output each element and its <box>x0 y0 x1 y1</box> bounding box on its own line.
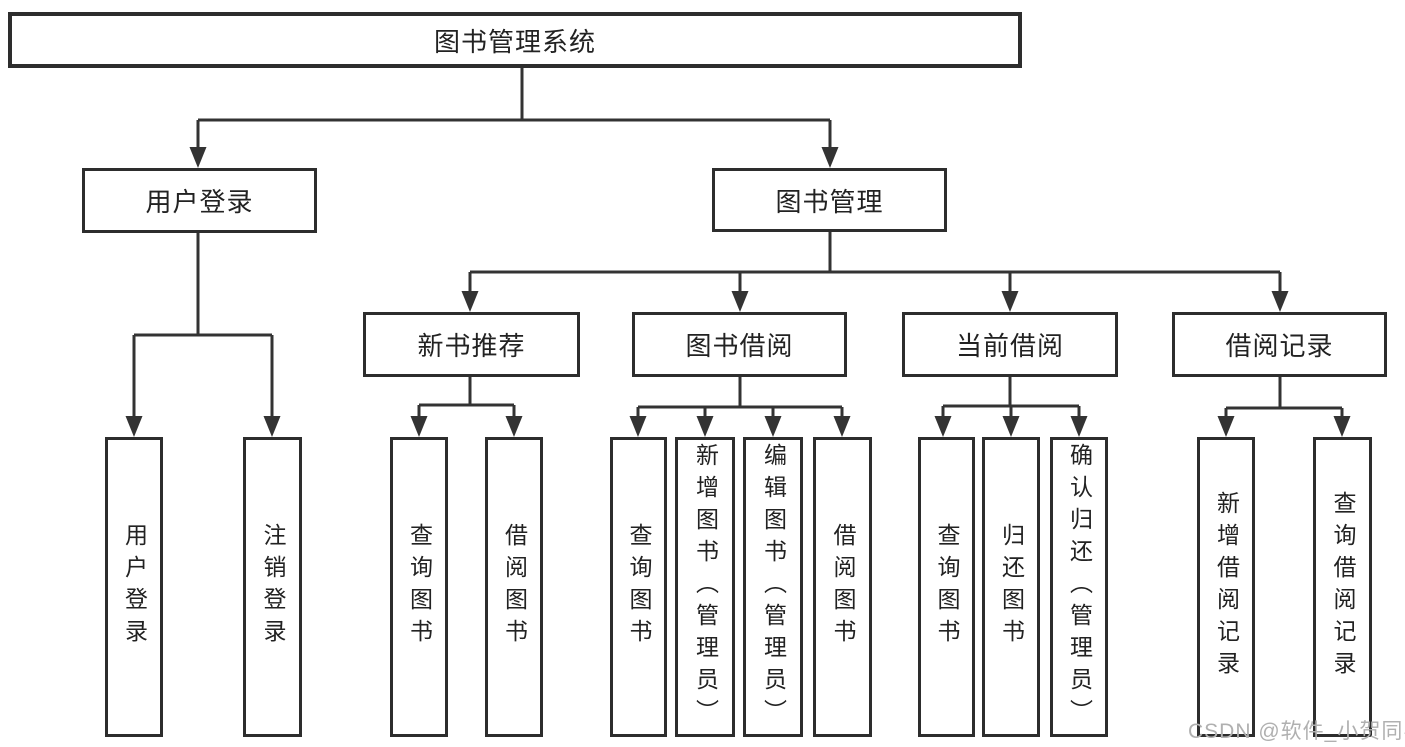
connector-group <box>629 377 851 437</box>
connector-group <box>189 68 839 168</box>
leaf-query-book: 查询图书 <box>918 437 975 737</box>
node-borrow-records: 借阅记录 <box>1172 312 1387 377</box>
arrowhead-icon <box>1217 416 1235 437</box>
leaf-return-book: 归还图书 <box>982 437 1040 737</box>
arrowhead-icon <box>505 416 523 437</box>
connector-group <box>125 233 281 437</box>
leaf-label: 借阅图书 <box>830 523 856 651</box>
arrowhead-icon <box>125 416 143 437</box>
leaf-label: 注销登录 <box>260 523 286 651</box>
node-label: 当前借阅 <box>955 331 1064 361</box>
node-root-library-system: 图书管理系统 <box>8 12 1022 68</box>
leaf-borrow-book: 借阅图书 <box>813 437 872 737</box>
node-label: 图书管理 <box>775 186 884 217</box>
leaf-label: 编辑图书（管理员） <box>760 443 787 731</box>
node-label: 新书推荐 <box>417 331 526 361</box>
leaf-label: 新增图书（管理员） <box>692 443 719 731</box>
leaf-label: 用户登录 <box>121 523 148 651</box>
connector-group <box>934 377 1088 437</box>
leaf-query-book: 查询图书 <box>610 437 667 737</box>
leaf-label: 查询借阅记录 <box>1330 491 1356 683</box>
leaf-borrow-book: 借阅图书 <box>485 437 543 737</box>
node-label: 图书借阅 <box>685 331 794 361</box>
arrowhead-icon <box>263 416 281 437</box>
node-user-login: 用户登录 <box>82 168 317 233</box>
leaf-label: 查询图书 <box>406 523 433 651</box>
arrowhead-icon <box>696 416 714 437</box>
arrowhead-icon <box>410 416 428 437</box>
arrowhead-icon <box>731 291 749 312</box>
node-book-management: 图书管理 <box>712 168 947 232</box>
leaf-label: 借阅图书 <box>501 523 528 651</box>
node-label: 图书管理系统 <box>433 26 596 57</box>
leaf-query-borrow-record: 查询借阅记录 <box>1313 437 1372 737</box>
arrowhead-icon <box>629 416 647 437</box>
arrowhead-icon <box>461 291 479 312</box>
node-book-borrow: 图书借阅 <box>632 312 847 377</box>
leaf-add-book-admin: 新增图书（管理员） <box>675 437 735 737</box>
leaf-confirm-return-admin: 确认归还（管理员） <box>1050 437 1108 737</box>
arrowhead-icon <box>1070 416 1088 437</box>
connector-group <box>461 232 1289 312</box>
leaf-label: 新增借阅记录 <box>1213 491 1240 683</box>
leaf-user-login: 用户登录 <box>105 437 163 737</box>
arrowhead-icon <box>189 147 207 168</box>
watermark: CSDN @软件_小贺同学 <box>1188 720 1405 743</box>
arrowhead-icon <box>821 147 839 168</box>
leaf-label: 查询图书 <box>626 523 652 651</box>
arrowhead-icon <box>1271 291 1289 312</box>
leaf-query-book: 查询图书 <box>390 437 448 737</box>
leaf-edit-book-admin: 编辑图书（管理员） <box>743 437 803 737</box>
node-current-borrow: 当前借阅 <box>902 312 1118 377</box>
arrowhead-icon <box>934 416 952 437</box>
leaf-logout: 注销登录 <box>243 437 302 737</box>
leaf-label: 归还图书 <box>998 523 1025 651</box>
node-label: 借阅记录 <box>1225 331 1334 361</box>
leaf-add-borrow-record: 新增借阅记录 <box>1197 437 1255 737</box>
arrowhead-icon <box>833 416 851 437</box>
arrowhead-icon <box>1001 291 1019 312</box>
connector-group <box>1217 375 1351 437</box>
leaf-label: 查询图书 <box>934 523 960 651</box>
arrowhead-icon <box>764 416 782 437</box>
node-label: 用户登录 <box>145 187 254 217</box>
arrowhead-icon <box>1333 416 1351 437</box>
node-new-book-recommend: 新书推荐 <box>363 312 580 377</box>
arrowhead-icon <box>1002 416 1020 437</box>
leaf-label: 确认归还（管理员） <box>1066 443 1093 731</box>
connector-group <box>410 377 523 437</box>
